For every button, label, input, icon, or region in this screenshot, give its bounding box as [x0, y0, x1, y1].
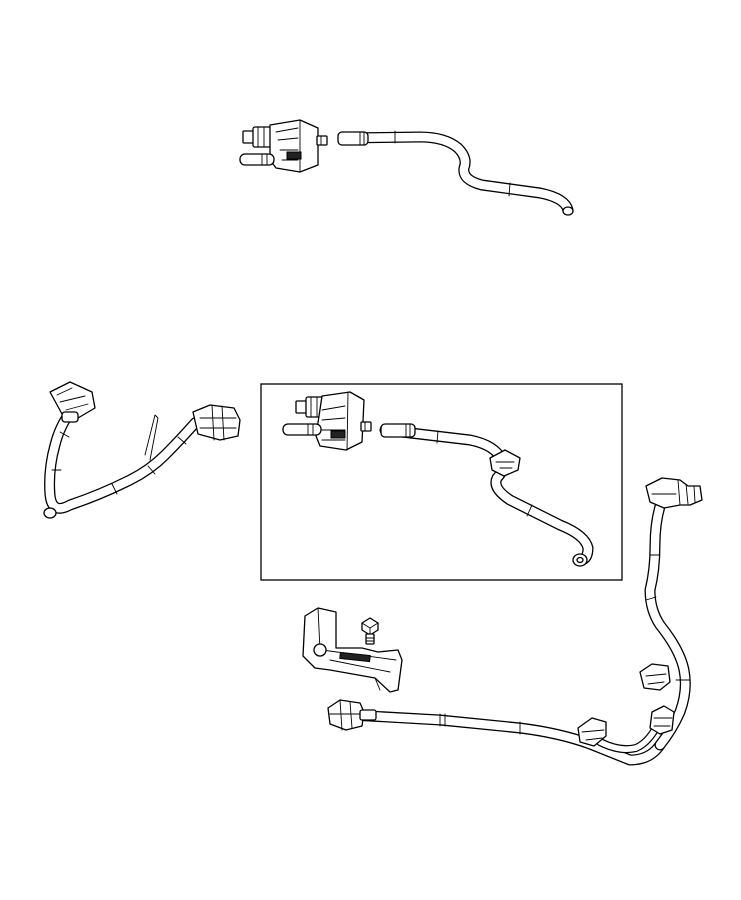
right-hose-assembly [327, 477, 703, 766]
bracket [302, 607, 403, 693]
detail-box [260, 383, 623, 581]
left-hose-assembly [43, 381, 241, 519]
vapor-hose-top [337, 130, 574, 216]
purge-valve-assembly-top [239, 119, 328, 173]
bolt [361, 617, 379, 645]
